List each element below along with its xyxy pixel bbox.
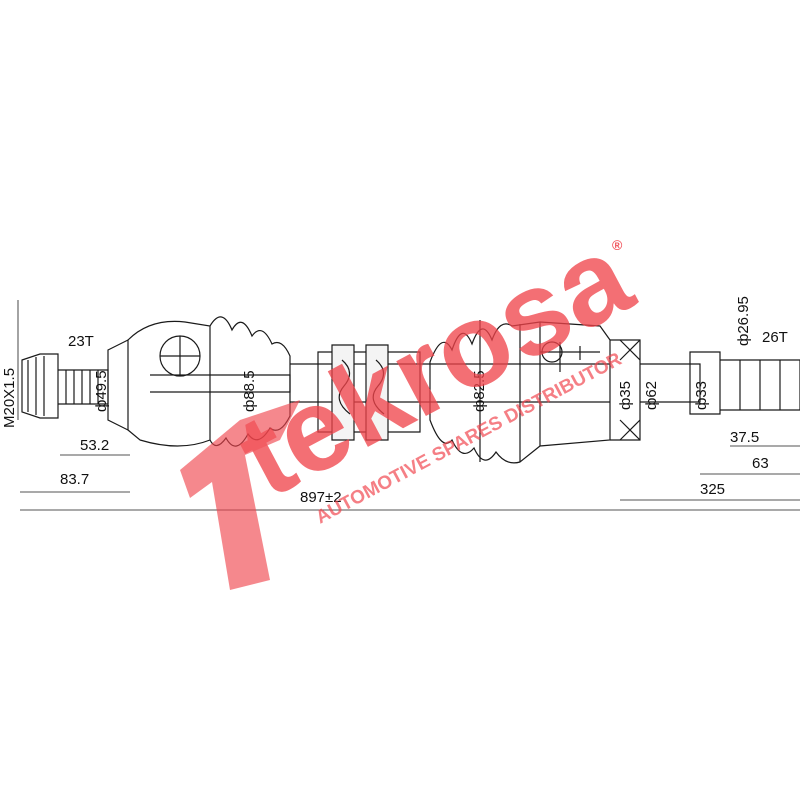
shaft-diameter-3-label: ф33: [693, 381, 710, 410]
outer-diameter-label: ф49.5: [93, 370, 110, 412]
length-outer-long-label: 83.7: [60, 471, 89, 488]
inner-end-diameter-label: ф26.95: [735, 296, 752, 346]
length-inner-short-label: 37.5: [730, 429, 759, 446]
thread-label: M20X1.5: [1, 368, 18, 428]
dimension-lines: [17, 300, 800, 511]
outer-boot-diameter-label: ф88.5: [241, 370, 258, 412]
watermark: tekrosa AUTOMOTIVE SPARES DISTRIBUTOR ®: [180, 209, 652, 590]
outer-spline-label: 23T: [68, 333, 94, 350]
inner-boot-diameter-label: ф82.5: [471, 370, 488, 412]
length-inner-mid-label: 63: [752, 455, 769, 472]
overall-length-label: 897±2: [300, 489, 342, 506]
watermark-registered: ®: [612, 237, 623, 253]
shaft-outline: [21, 316, 800, 464]
dimension-labels: M20X1.5 23T ф49.5 ф88.5 ф82.5 ф35 ф62 ф3…: [1, 296, 788, 506]
length-inner-long-label: 325: [700, 481, 725, 498]
shaft-diameter-1-label: ф35: [617, 381, 634, 410]
inner-spline-label: 26T: [762, 329, 788, 346]
watermark-logo-mark: [180, 400, 300, 590]
length-outer-short-label: 53.2: [80, 437, 109, 454]
shaft-diameter-2-label: ф62: [643, 381, 660, 410]
